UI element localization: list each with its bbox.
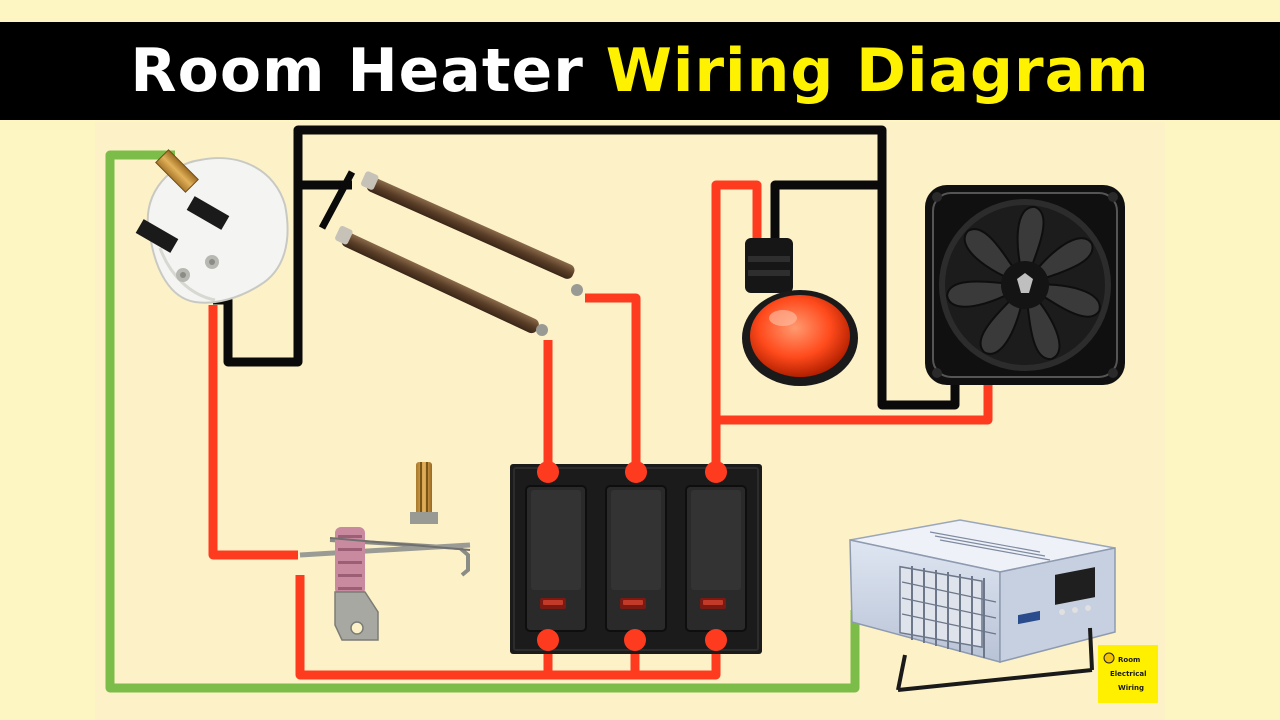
page-title: Room Heater Wiring Diagram [130,41,1149,101]
switch-1[interactable] [525,485,587,632]
heating-rod-2 [335,225,548,336]
live-wires [208,180,993,680]
logo-line-2: Electrical [1110,670,1147,678]
watermark-logo: Room Electrical Wiring [1098,645,1158,703]
logo-line-1: Room [1118,656,1140,664]
indicator-lamp-icon [742,238,858,386]
switch-board-icon [510,461,762,654]
logo-line-3: Wiring [1118,684,1144,692]
heating-rod-1 [318,170,583,296]
earth-wire [105,150,860,693]
fan-icon [925,185,1125,385]
title-part-1: Room Heater [130,36,584,106]
switch-2[interactable] [605,485,667,632]
switch-terminals [537,461,727,651]
plug-icon [135,149,289,304]
room-heater-icon [849,519,1116,692]
thermostat-icon [299,462,471,641]
switch-3[interactable] [685,485,747,632]
title-bar: Room Heater Wiring Diagram [0,22,1280,120]
title-part-2: Wiring Diagram [605,36,1150,106]
